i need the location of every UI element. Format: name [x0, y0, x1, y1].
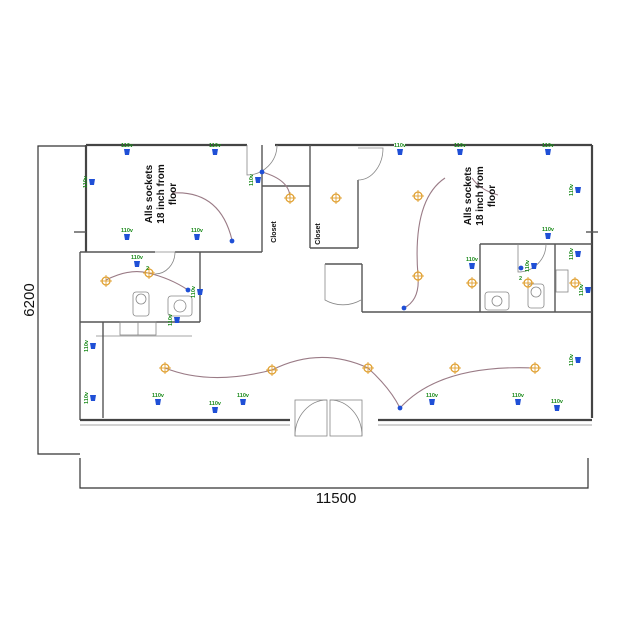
- outlet-icon: 110v: [569, 247, 581, 260]
- ceiling-light-icon: [143, 267, 155, 279]
- outlet-icon: 110v: [209, 143, 222, 155]
- height-dimension-label: 6200: [21, 283, 38, 316]
- switch-label: 2: [519, 276, 522, 282]
- outlet-voltage-label: 110v: [454, 143, 467, 149]
- outlet-voltage-label: 110v: [191, 228, 204, 234]
- outlet-icon: 110v: [551, 399, 564, 411]
- note-right-line-1: Alls sockets: [463, 166, 474, 225]
- outlet-icon: 110v: [237, 393, 250, 405]
- outlet-icon: 110v: [454, 143, 467, 155]
- ceiling-lights: [100, 190, 581, 376]
- switch-dot-icon: [518, 265, 524, 271]
- ceiling-light-icon: [412, 190, 424, 202]
- outlet-icon: 110v: [542, 227, 555, 239]
- room-labels: Closet Closet: [271, 221, 322, 245]
- outlet-icon: 110v: [121, 228, 134, 240]
- outlet-voltage-label: 110v: [525, 259, 531, 272]
- outlet-voltage-label: 110v: [121, 143, 134, 149]
- switch-label: 2: [146, 266, 149, 272]
- outlet-voltage-label: 110v: [512, 393, 525, 399]
- outlet-icon: 110v: [249, 173, 261, 186]
- outlet-voltage-label: 110v: [83, 175, 89, 188]
- outlet-icon: 110v: [569, 183, 581, 196]
- note-left-line-3: floor: [168, 183, 179, 205]
- outlet-voltage-label: 110v: [237, 393, 250, 399]
- closet-label-a: Closet: [271, 221, 278, 243]
- outlet-voltage-label: 110v: [131, 255, 144, 261]
- ceiling-light-icon: [159, 362, 171, 374]
- outlet-icon: 110v: [191, 228, 204, 240]
- outlet-voltage-label: 110v: [249, 173, 255, 186]
- ceiling-light-icon: [284, 192, 296, 204]
- closet-label-b: Closet: [315, 223, 322, 245]
- outlet-voltage-label: 110v: [209, 143, 222, 149]
- outlet-voltage-label: 110v: [152, 393, 165, 399]
- outlet-voltage-label: 110v: [394, 143, 407, 149]
- outlet-icon: 110v: [84, 391, 96, 404]
- ceiling-light-icon: [330, 192, 342, 204]
- outlet-icon: 110v: [525, 259, 537, 272]
- outlet-voltage-label: 110v: [84, 339, 90, 352]
- outlet-voltage-label: 110v: [191, 285, 197, 298]
- outlet-icon: 110v: [209, 401, 222, 413]
- switch-dot-icon: [397, 405, 403, 411]
- outlet-icon: 110v: [83, 175, 95, 188]
- bathroom-fixtures: [119, 269, 569, 336]
- note-left-line-2: 18 inch from: [156, 164, 167, 224]
- outlet-icon: 110v: [191, 285, 203, 298]
- dimension-lines: 6200 11500: [21, 145, 589, 507]
- outlet-icon: 110v: [121, 143, 134, 155]
- ceiling-light-icon: [266, 364, 278, 376]
- outlet-icon: 110v: [394, 143, 407, 155]
- outlet-voltage-label: 110v: [168, 313, 174, 326]
- ceiling-light-icon: [412, 270, 424, 282]
- ceiling-light-icon: [522, 277, 534, 289]
- wall-outlets: 110v 110v 110v 110v 110v 110v 110v 110v 110v 110v…: [83, 143, 591, 413]
- width-dimension-label: 11500: [316, 490, 357, 507]
- outlet-icon: 110v: [569, 353, 581, 366]
- switches: 2 2: [146, 169, 524, 411]
- outlet-voltage-label: 110v: [426, 393, 439, 399]
- switch-dot-icon: [259, 169, 265, 175]
- outlet-voltage-label: 110v: [579, 283, 585, 296]
- outlet-voltage-label: 110v: [542, 227, 555, 233]
- ceiling-light-icon: [466, 277, 478, 289]
- outlet-voltage-label: 110v: [569, 353, 575, 366]
- note-left-line-1: Alls sockets: [144, 164, 155, 223]
- outlet-icon: 110v: [168, 313, 180, 326]
- outlet-voltage-label: 110v: [84, 391, 90, 404]
- outlet-icon: 110v: [426, 393, 439, 405]
- switch-dot-icon: [229, 238, 235, 244]
- outlet-voltage-label: 110v: [466, 257, 479, 263]
- outlet-icon: 110v: [542, 143, 555, 155]
- outlet-icon: 110v: [579, 283, 591, 296]
- outlet-icon: 110v: [512, 393, 525, 405]
- outlet-voltage-label: 110v: [209, 401, 222, 407]
- walls: [74, 143, 598, 426]
- ceiling-light-icon: [362, 362, 374, 374]
- outlet-voltage-label: 110v: [569, 183, 575, 196]
- outlet-voltage-label: 110v: [551, 399, 564, 405]
- ceiling-light-icon: [100, 275, 112, 287]
- outlet-voltage-label: 110v: [569, 247, 575, 260]
- outlet-voltage-label: 110v: [121, 228, 134, 234]
- outlet-icon: 110v: [466, 257, 479, 269]
- ceiling-light-icon: [449, 362, 461, 374]
- outlet-voltage-label: 110v: [542, 143, 555, 149]
- ceiling-light-icon: [529, 362, 541, 374]
- outlet-icon: 110v: [152, 393, 165, 405]
- note-right-line-2: 18 inch from: [475, 166, 486, 226]
- ceiling-light-icon: [569, 277, 581, 289]
- note-right-line-3: floor: [487, 185, 498, 207]
- note-left: Alls sockets 18 inch from floor: [144, 164, 179, 224]
- switch-dot-icon: [401, 305, 407, 311]
- note-right: Alls sockets 18 inch from floor: [463, 166, 498, 226]
- outlet-icon: 110v: [131, 255, 144, 267]
- switch-dot-icon: [185, 287, 191, 293]
- outlet-icon: 110v: [84, 339, 96, 352]
